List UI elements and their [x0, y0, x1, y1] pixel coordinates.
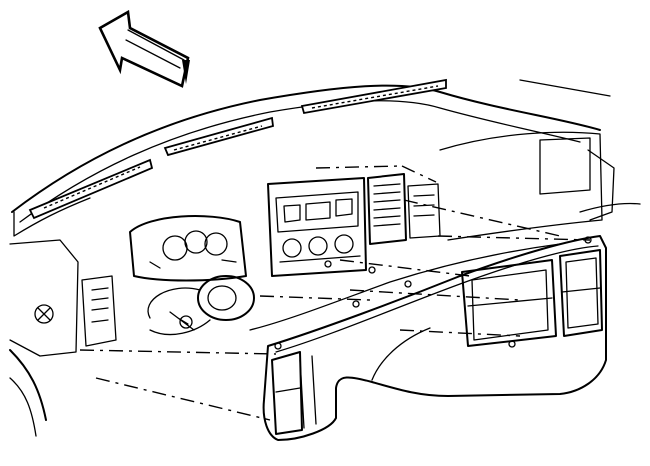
bezel-opening-left [271, 351, 303, 435]
instrument-cluster [129, 215, 247, 282]
left-side-panel [9, 239, 117, 437]
steering-column [147, 275, 255, 336]
fastener-points [274, 236, 592, 350]
radio-hvac-panel [267, 177, 367, 277]
center-air-vent [367, 173, 441, 245]
front-direction-arrow-icon [98, 9, 190, 88]
bezel-opening-right [461, 259, 557, 347]
bezel-opening-side [559, 249, 603, 337]
alignment-lines [79, 165, 591, 421]
dash-top-pad [11, 79, 611, 237]
right-dash-section [439, 131, 641, 241]
defroster-vent [28, 78, 447, 220]
